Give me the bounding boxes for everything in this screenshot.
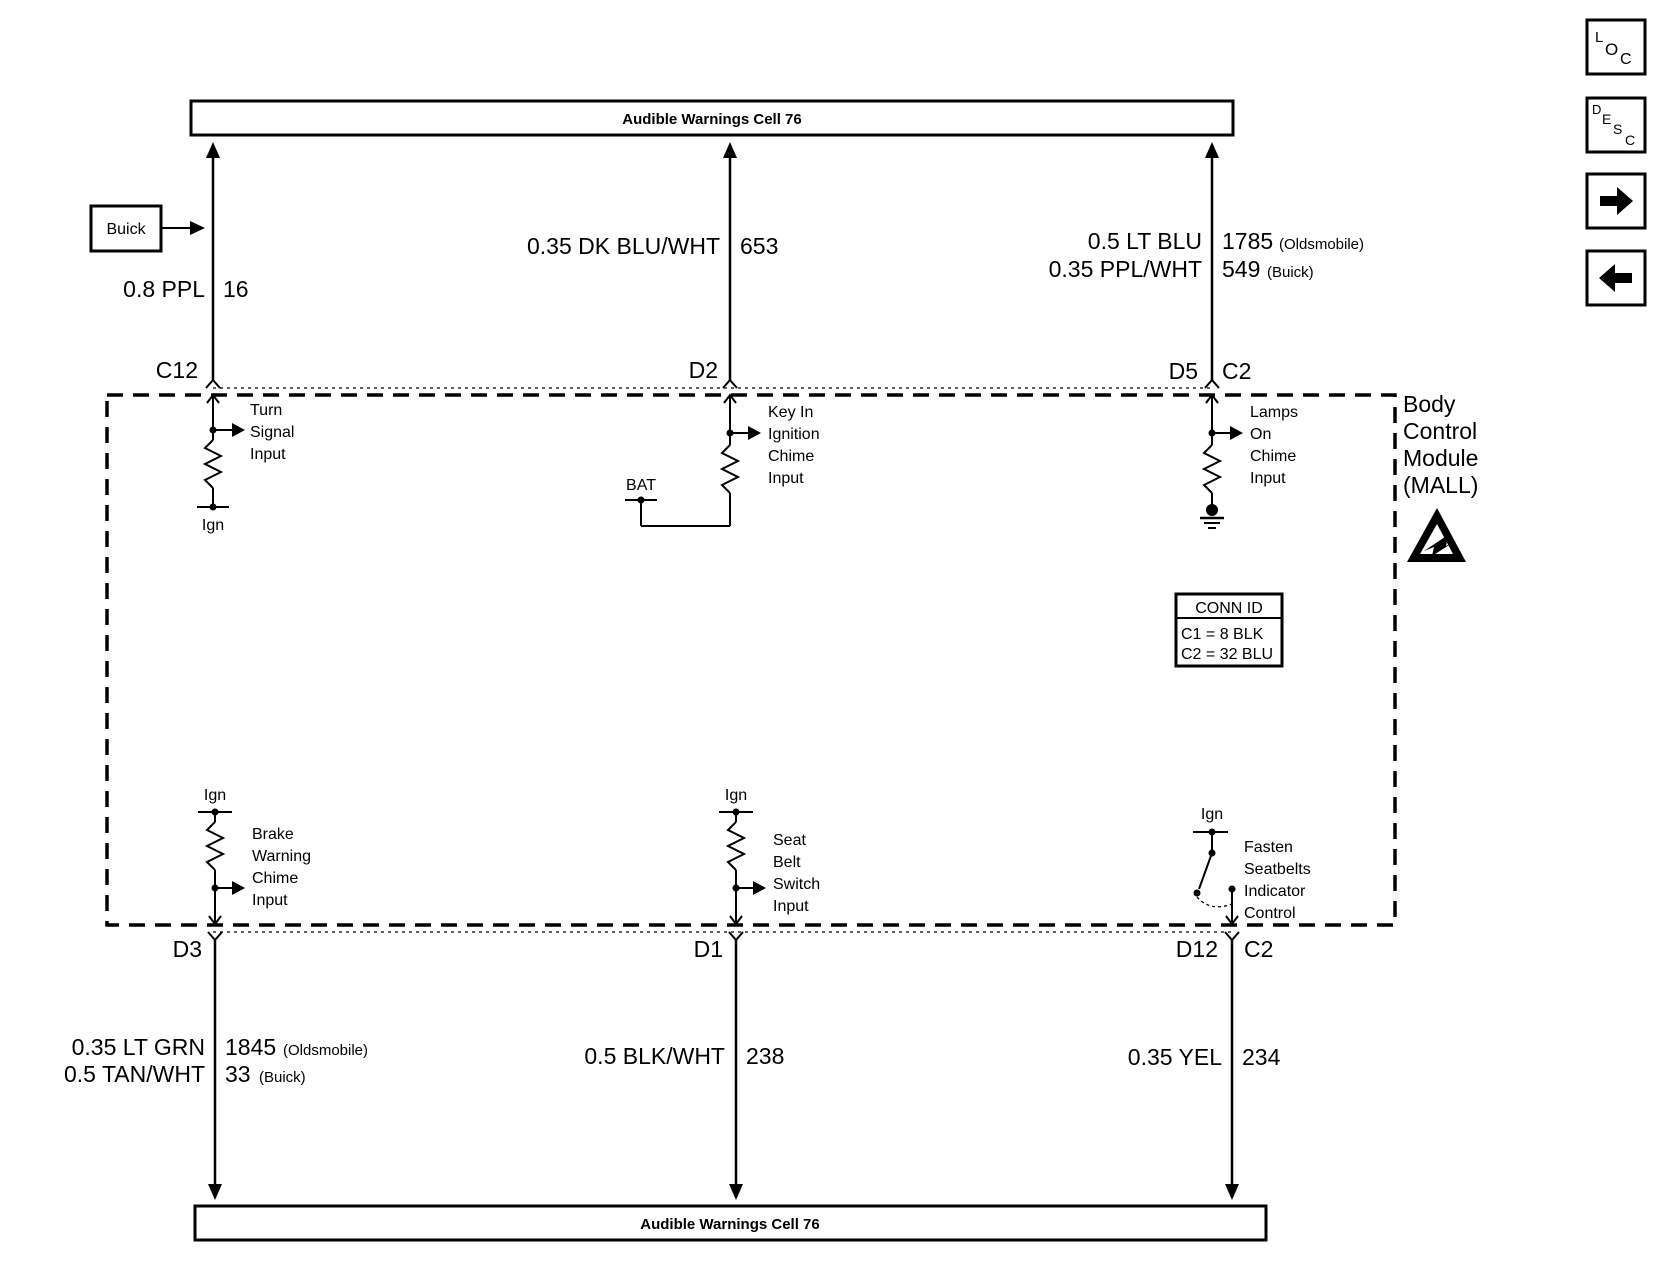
seat-belt-supply: Ign	[725, 787, 747, 804]
brake-warning-supply: Ign	[204, 787, 226, 804]
top-left-connector: C12	[156, 357, 198, 383]
fasten-seatbelts-label-4: Control	[1244, 905, 1296, 922]
bottom-middle-connector: D1	[694, 936, 723, 962]
conn-id-title: CONN ID	[1195, 600, 1263, 617]
turn-signal-label-3: Input	[250, 446, 286, 463]
lamps-on-label-3: Chime	[1250, 448, 1296, 465]
bottom-right-connector-left: D12	[1176, 936, 1218, 962]
seat-belt-label-4: Input	[773, 898, 809, 915]
desc-button[interactable]: D E S C	[1585, 96, 1647, 154]
svg-text:C: C	[1620, 51, 1632, 68]
top-right-note-1: (Oldsmobile)	[1279, 236, 1364, 253]
back-button[interactable]	[1585, 249, 1647, 307]
top-left-circuit	[197, 142, 245, 511]
bottom-middle-circuit-number: 238	[746, 1043, 784, 1069]
svg-text:O: O	[1605, 40, 1618, 59]
key-in-label-2: Ignition	[768, 426, 820, 443]
top-cell-bar	[189, 99, 1235, 137]
top-left-circuit-number: 16	[223, 276, 249, 302]
module-name-line-3: Module	[1403, 445, 1478, 471]
bottom-left-circuit-number-2: 33	[225, 1061, 251, 1087]
conn-id-box: CONN ID C1 = 8 BLK C2 = 32 BLU	[1174, 592, 1284, 668]
bottom-right-wire-label: 0.35 YEL	[1128, 1044, 1222, 1070]
conn-id-row-1: C1 = 8 BLK	[1181, 626, 1264, 643]
module-name-line-1: Body	[1403, 391, 1456, 417]
turn-signal-supply: Ign	[202, 517, 224, 534]
bottom-left-note-1: (Oldsmobile)	[283, 1042, 368, 1059]
buick-option-box	[89, 204, 205, 253]
esd-warning-icon	[1407, 508, 1466, 562]
lamps-on-label-4: Input	[1250, 470, 1286, 487]
top-right-circuit	[1200, 142, 1243, 529]
lamps-on-label-1: Lamps	[1250, 404, 1298, 421]
key-in-label-4: Input	[768, 470, 804, 487]
fasten-seatbelts-label-3: Indicator	[1244, 883, 1306, 900]
bottom-left-circuit	[198, 808, 245, 1200]
fasten-seatbelts-supply: Ign	[1201, 806, 1223, 823]
arrow-left-icon	[1599, 264, 1632, 292]
bottom-left-wire-label-2: 0.5 TAN/WHT	[64, 1061, 205, 1087]
forward-button[interactable]	[1585, 172, 1647, 230]
module-name-line-4: (MALL)	[1403, 472, 1478, 498]
bottom-left-note-2: (Buick)	[259, 1069, 306, 1086]
turn-signal-label-2: Signal	[250, 424, 294, 441]
turn-signal-label-1: Turn	[250, 402, 282, 419]
svg-text:D: D	[1592, 102, 1601, 117]
bottom-cell-label: Audible Warnings Cell 76	[640, 1216, 819, 1233]
key-in-supply: BAT	[626, 477, 656, 494]
key-in-label-3: Chime	[768, 448, 814, 465]
svg-text:C: C	[1625, 132, 1635, 148]
top-right-connector-right: C2	[1222, 358, 1251, 384]
svg-text:L: L	[1595, 29, 1603, 46]
bottom-right-circuit	[1193, 828, 1240, 1200]
top-right-circuit-number-1: 1785	[1222, 228, 1273, 254]
bottom-right-circuit-number: 234	[1242, 1044, 1281, 1070]
top-right-wire-label-1: 0.5 LT BLU	[1088, 228, 1202, 254]
brake-warning-label-1: Brake	[252, 826, 294, 843]
svg-text:S: S	[1613, 121, 1622, 137]
buick-box-label: Buick	[106, 221, 146, 238]
bottom-middle-wire-label: 0.5 BLK/WHT	[584, 1043, 725, 1069]
top-middle-wire-label: 0.35 DK BLU/WHT	[527, 233, 720, 259]
bottom-left-wire-label-1: 0.35 LT GRN	[72, 1034, 205, 1060]
brake-warning-label-3: Chime	[252, 870, 298, 887]
fasten-seatbelts-label-1: Fasten	[1244, 839, 1293, 856]
bottom-middle-circuit	[719, 808, 766, 1200]
bottom-left-circuit-number-1: 1845	[225, 1034, 276, 1060]
top-middle-circuit	[625, 142, 761, 527]
loc-button[interactable]: L O C	[1585, 18, 1647, 76]
key-in-label-1: Key In	[768, 404, 813, 421]
bottom-cell-bar	[193, 1204, 1268, 1242]
lamps-on-label-2: On	[1250, 426, 1271, 443]
top-cell-label: Audible Warnings Cell 76	[622, 111, 801, 128]
brake-warning-label-4: Input	[252, 892, 288, 909]
top-right-note-2: (Buick)	[1267, 264, 1314, 281]
top-right-connector-left: D5	[1169, 358, 1198, 384]
top-middle-connector: D2	[689, 357, 718, 383]
module-name-line-2: Control	[1403, 418, 1477, 444]
seat-belt-label-1: Seat	[773, 832, 806, 849]
seat-belt-label-3: Switch	[773, 876, 820, 893]
bottom-left-connector: D3	[173, 936, 202, 962]
top-left-wire-label: 0.8 PPL	[123, 276, 205, 302]
top-right-wire-label-2: 0.35 PPL/WHT	[1049, 256, 1202, 282]
svg-text:E: E	[1602, 111, 1611, 127]
top-middle-circuit-number: 653	[740, 233, 778, 259]
conn-id-row-2: C2 = 32 BLU	[1181, 646, 1273, 663]
brake-warning-label-2: Warning	[252, 848, 311, 865]
seat-belt-label-2: Belt	[773, 854, 801, 871]
arrow-right-icon	[1600, 187, 1633, 215]
fasten-seatbelts-label-2: Seatbelts	[1244, 861, 1311, 878]
bottom-right-connector-right: C2	[1244, 936, 1273, 962]
top-right-circuit-number-2: 549	[1222, 256, 1260, 282]
